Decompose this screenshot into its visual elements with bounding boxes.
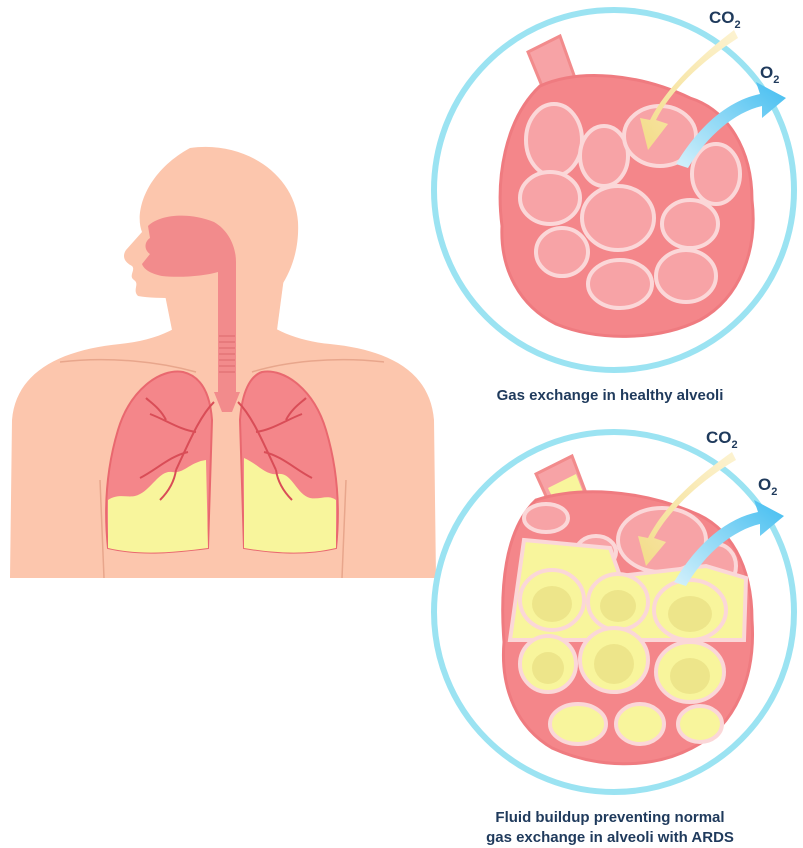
healthy-alveoli-caption: Gas exchange in healthy alveoli: [440, 386, 780, 406]
trachea: [218, 300, 236, 392]
ards-co2-label: CO2: [706, 428, 738, 451]
healthy-alveoli-panel: CO2 O2: [434, 8, 794, 370]
ards-caption-line-2: gas exchange in alveoli with ARDS: [430, 828, 790, 848]
ards-alveoli-caption: Fluid buildup preventing normal gas exch…: [430, 808, 790, 848]
ards-o2-label: O2: [758, 475, 777, 498]
healthy-o2-label: O2: [760, 63, 779, 86]
trachea-rings: [219, 336, 235, 372]
healthy-co2-label: CO2: [709, 8, 741, 31]
ards-caption-line-1: Fluid buildup preventing normal: [430, 808, 790, 828]
human-torso-illustration: [10, 147, 436, 578]
ards-alveoli-panel: CO2 O2: [434, 428, 794, 792]
